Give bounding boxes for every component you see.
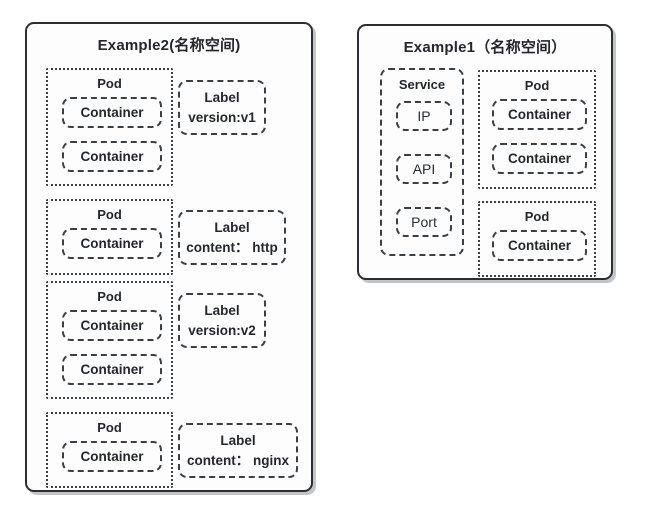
namespace-title-example1: Example1（名称空间） <box>403 39 567 56</box>
container-box[interactable]: Container <box>492 99 587 130</box>
pod-box[interactable]: Pod Container <box>46 199 173 275</box>
label-box[interactable]: Label content： http <box>178 210 286 265</box>
container-box[interactable]: Container <box>62 441 162 472</box>
container-box[interactable]: Container <box>492 143 587 174</box>
service-item-api[interactable]: API <box>396 154 452 184</box>
pod-title: Pod <box>97 76 122 91</box>
container-box[interactable]: Container <box>62 354 162 385</box>
label-title: Label <box>204 89 240 105</box>
container-box[interactable]: Container <box>62 310 162 341</box>
label-box[interactable]: Label content： nginx <box>178 423 298 478</box>
pod-title: Pod <box>524 78 550 93</box>
label-title: Label <box>214 219 250 235</box>
label-value: content： nginx <box>187 452 289 468</box>
pod-box[interactable]: Pod Container Container <box>478 70 596 189</box>
namespace-title-example2: Example2(名称空间) <box>97 37 241 54</box>
label-value: version:v1 <box>188 109 256 125</box>
container-box[interactable]: Container <box>492 230 587 261</box>
service-title: Service <box>398 77 446 92</box>
service-item-ip[interactable]: IP <box>396 101 452 131</box>
pod-box[interactable]: Pod Container Container <box>46 281 173 399</box>
label-title: Label <box>220 432 256 448</box>
label-value: version:v2 <box>188 322 256 338</box>
label-box[interactable]: Label version:v2 <box>178 293 266 348</box>
label-title: Label <box>204 302 240 318</box>
pod-title: Pod <box>97 207 122 222</box>
pod-box[interactable]: Pod Container <box>46 412 173 488</box>
namespace-panel-example1[interactable]: Example1（名称空间） Service IP API Port Pod C… <box>357 24 613 280</box>
container-box[interactable]: Container <box>62 141 162 172</box>
label-box[interactable]: Label version:v1 <box>178 80 266 135</box>
pod-title: Pod <box>97 420 122 435</box>
namespace-panel-example2[interactable]: Example2(名称空间) Pod Container Container L… <box>25 22 313 492</box>
pod-box[interactable]: Pod Container <box>478 201 596 277</box>
container-box[interactable]: Container <box>62 228 162 259</box>
pod-box[interactable]: Pod Container Container <box>46 68 173 186</box>
label-value: content： http <box>186 239 278 255</box>
pod-title: Pod <box>97 289 122 304</box>
service-box[interactable]: Service IP API Port <box>380 68 464 256</box>
pod-title: Pod <box>524 209 550 224</box>
container-box[interactable]: Container <box>62 97 162 128</box>
service-item-port[interactable]: Port <box>396 207 452 237</box>
